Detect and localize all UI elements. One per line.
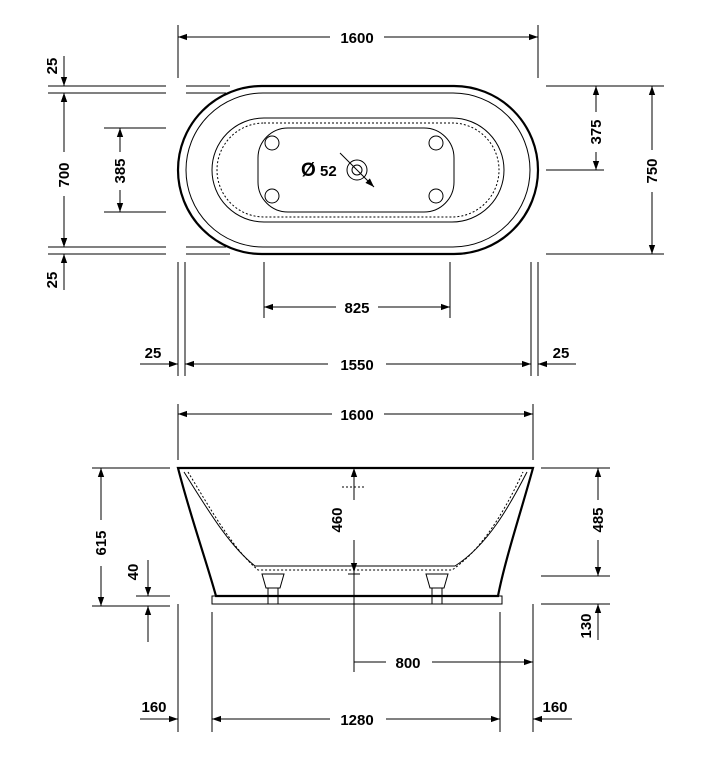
tub-outer-rim bbox=[176, 84, 540, 256]
dim-full-width: 750 bbox=[644, 158, 661, 183]
foot-marker-bottom-right bbox=[428, 188, 444, 204]
dim-top-rim-offset: 25 bbox=[44, 58, 61, 75]
foot-marker-bottom-left bbox=[264, 188, 280, 204]
tub-side-inner bbox=[183, 471, 528, 567]
dim-inner-depth: 460 bbox=[329, 507, 346, 532]
dim-left-margin: 25 bbox=[145, 345, 162, 362]
tub-inner-rim bbox=[185, 92, 531, 248]
foot-right bbox=[425, 573, 449, 589]
dim-side-base-length: 1280 bbox=[340, 712, 373, 729]
dim-left-offset: 160 bbox=[141, 699, 166, 716]
side-view: 1600 615 40 460 485 130 800 bbox=[92, 404, 610, 732]
dim-inner-length: 825 bbox=[344, 300, 369, 317]
dim-plinth-height: 130 bbox=[578, 613, 595, 638]
drain-inner bbox=[351, 164, 363, 176]
tub-plinth bbox=[211, 595, 503, 605]
dim-top-overall-width: 700 bbox=[56, 162, 73, 187]
dim-outer-height: 485 bbox=[590, 507, 607, 532]
dim-base-length: 1550 bbox=[340, 357, 373, 374]
tub-basin-outline bbox=[211, 117, 505, 223]
dim-right-offset: 160 bbox=[542, 699, 567, 716]
dim-foot-height: 40 bbox=[125, 564, 142, 581]
dim-drain-diameter: 52 bbox=[320, 163, 337, 180]
tub-basin-dashed bbox=[216, 122, 500, 218]
dim-side-overall-length: 1600 bbox=[340, 407, 373, 424]
dim-drain-offset: 800 bbox=[395, 655, 420, 672]
dim-right-margin: 25 bbox=[553, 345, 570, 362]
tub-floor bbox=[257, 127, 455, 213]
dim-total-height: 615 bbox=[93, 530, 110, 555]
foot-marker-top-left bbox=[264, 135, 280, 151]
foot-marker-top-right bbox=[428, 135, 444, 151]
top-view: 1600 25 700 25 385 Ø 52 bbox=[44, 25, 664, 376]
dim-bottom-rim-offset: 25 bbox=[44, 272, 61, 289]
drain-outer bbox=[346, 159, 368, 181]
dim-half-width: 375 bbox=[588, 119, 605, 144]
foot-left bbox=[261, 573, 285, 589]
dim-drain-diameter-symbol: Ø bbox=[301, 160, 316, 181]
dim-inner-width: 385 bbox=[112, 158, 129, 183]
dim-top-overall-length: 1600 bbox=[340, 30, 373, 47]
drain-diameter-line bbox=[339, 152, 375, 188]
